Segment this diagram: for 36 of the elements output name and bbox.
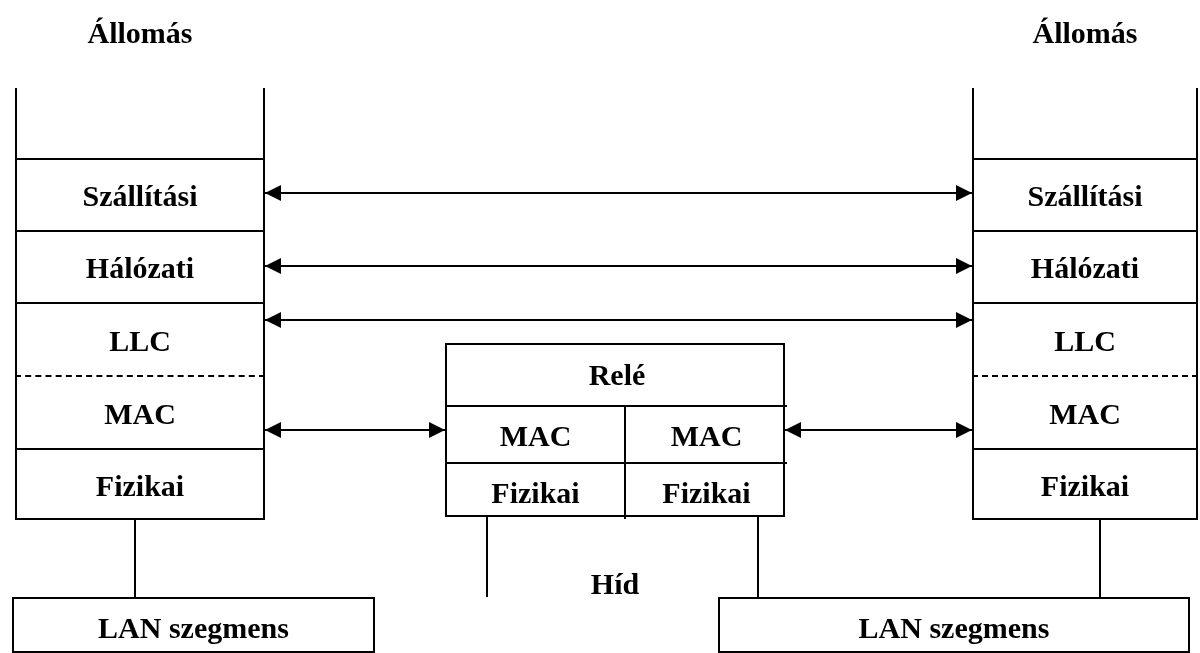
lan-segment-box: [12, 597, 375, 653]
lan-segment-box: [718, 597, 1190, 653]
double-arrow: [264, 258, 973, 274]
layer-label: LLC: [1053, 325, 1117, 356]
layer-label: Hálózati: [1029, 253, 1141, 283]
protocol-stack: [15, 15, 265, 520]
layer-label: MAC: [103, 398, 177, 429]
layer-label: Hálózati: [84, 253, 196, 283]
protocol-stack: [972, 15, 1198, 520]
layer-label: Fizikai: [661, 477, 752, 508]
double-arrow: [264, 422, 446, 438]
layer-label: Fizikai: [1039, 471, 1131, 501]
stack-heading: Állomás: [1031, 18, 1139, 48]
double-arrow: [784, 422, 973, 438]
bridge-box: [445, 343, 785, 517]
layer-label: Szállítási: [81, 181, 199, 211]
layer-label: MAC: [498, 420, 573, 451]
layer-label: LLC: [108, 325, 172, 356]
connector-line: [1099, 519, 1101, 598]
layer-label: Relé: [587, 360, 647, 390]
bridge-caption: Híd: [589, 569, 641, 599]
layer-label: LAN szegmens: [97, 613, 290, 643]
protocol-layer: [624, 462, 787, 519]
layer-label: MAC: [669, 420, 744, 451]
stack-heading: Állomás: [86, 18, 194, 48]
layer-label: LAN szegmens: [857, 613, 1051, 643]
layer-label: Szállítási: [1026, 181, 1144, 211]
double-arrow: [264, 312, 973, 328]
connector-line: [757, 516, 759, 598]
protocol-layer: [624, 405, 787, 462]
double-arrow: [264, 185, 973, 201]
connector-line: [486, 516, 488, 598]
layer-label: Fizikai: [490, 477, 581, 508]
layer-label: MAC: [1048, 398, 1122, 429]
connector-line: [134, 519, 136, 598]
layer-label: Fizikai: [94, 471, 186, 501]
